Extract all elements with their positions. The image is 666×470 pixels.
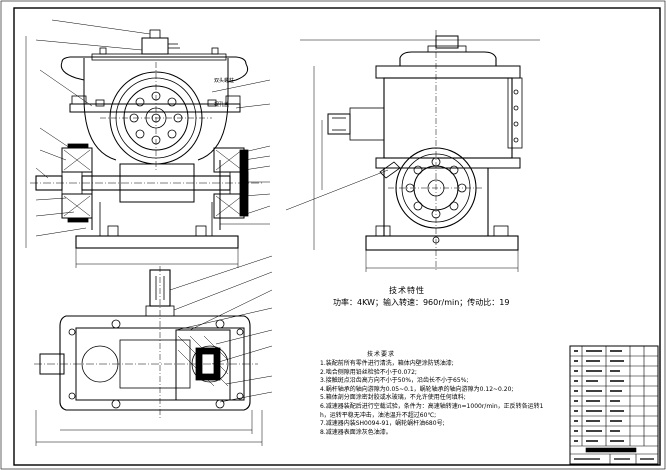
- inner-border: [13, 7, 661, 466]
- notes-title: 技术要求: [367, 351, 396, 358]
- note-line: h，运转平稳无冲击，油池温升不超过60℃;: [320, 411, 437, 419]
- callout-stud: 双头螺柱: [214, 78, 235, 84]
- note-line: 2.啮合侧隙用铅丝检验不小于0.072;: [320, 368, 417, 376]
- note-line: 7.减速器内装SH0094-91，蜗轮蜗杆油680号;: [320, 420, 445, 428]
- note-line: 4.蜗杆轴承的轴向游隙为0.05~0.1，蜗轮轴承的轴向游隙为0.12~0.20…: [320, 385, 514, 393]
- note-line: 8.减速器表面涂灰色油漆。: [320, 428, 392, 436]
- parts-list: [569, 345, 659, 465]
- spec-line: 功率：4KW；输入转速：960r/min；传动比：19: [333, 298, 510, 307]
- side-view: [300, 30, 540, 272]
- front-view: [25, 29, 262, 268]
- note-line: 6.减速器装配后进行空载试验，条件为：高速轴转速n=1000r/min，正反转各…: [320, 402, 544, 410]
- note-line: 3.接触斑点沿齿高方向不小于50%，沿齿长不小于65%;: [320, 377, 469, 385]
- leader-lines: [35, 19, 389, 403]
- note-line: 5.箱体剖分面涂密封胶或水玻璃，不允许使用任何填料;: [320, 394, 466, 402]
- note-line: 1.装配前所有零件进行清洗，箱体内壁涂防锈油漆;: [320, 360, 454, 367]
- spec-title: 技术特性: [389, 286, 425, 295]
- callout-inspection-cover: 视孔盖: [214, 102, 230, 108]
- technical-notes: 1.装配前所有零件进行清洗，箱体内壁涂防锈油漆; 2.啮合侧隙用铅丝检验不小于0…: [320, 360, 570, 437]
- top-view: [34, 266, 263, 446]
